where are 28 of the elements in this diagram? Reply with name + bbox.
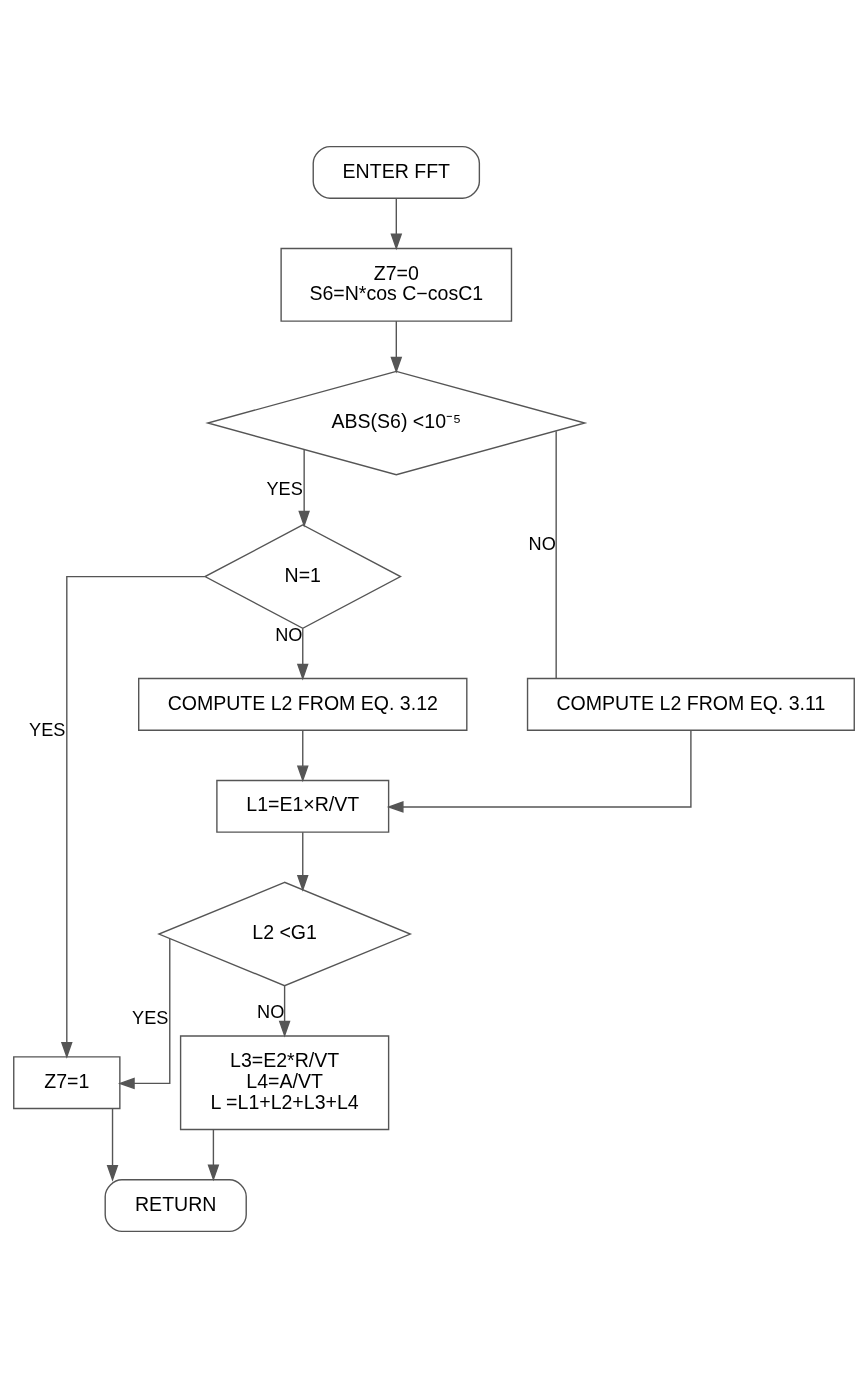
arrow [296, 729, 309, 783]
node-box: RETURN [104, 1179, 247, 1233]
arrow [60, 575, 206, 1059]
edge-label: YES [266, 479, 303, 500]
edge-label: NO [257, 1002, 285, 1023]
node-box: Z7=0 S6=N*cos C−cosC1 [280, 247, 513, 322]
node-diamond: L2 <G1 [157, 881, 413, 987]
edge-label: YES [29, 719, 66, 740]
arrow [296, 627, 309, 681]
node-box: L1=E1×R/VT [216, 779, 390, 833]
edge-label: YES [132, 1008, 169, 1029]
edge-label: NO [528, 533, 556, 554]
node-box: Z7=1 [13, 1056, 121, 1110]
arrow [296, 831, 309, 892]
arrow [390, 197, 403, 251]
arrow [207, 1128, 220, 1182]
arrow [386, 729, 692, 813]
arrow [118, 938, 171, 1090]
arrow [278, 985, 291, 1038]
arrow [106, 1108, 119, 1182]
arrow [298, 449, 311, 528]
node-box: ENTER FFT [312, 145, 481, 199]
arrow [390, 320, 403, 374]
node-box: COMPUTE L2 FROM EQ. 3.11 [526, 677, 855, 731]
node-diamond: ABS(S6) <10⁻⁵ [205, 370, 588, 476]
node-box: L3=E2*R/VT L4=A/VT L =L1+L2+L3+L4 [179, 1035, 390, 1131]
node-box: COMPUTE L2 FROM EQ. 3.12 [138, 677, 468, 731]
connector [555, 430, 557, 680]
